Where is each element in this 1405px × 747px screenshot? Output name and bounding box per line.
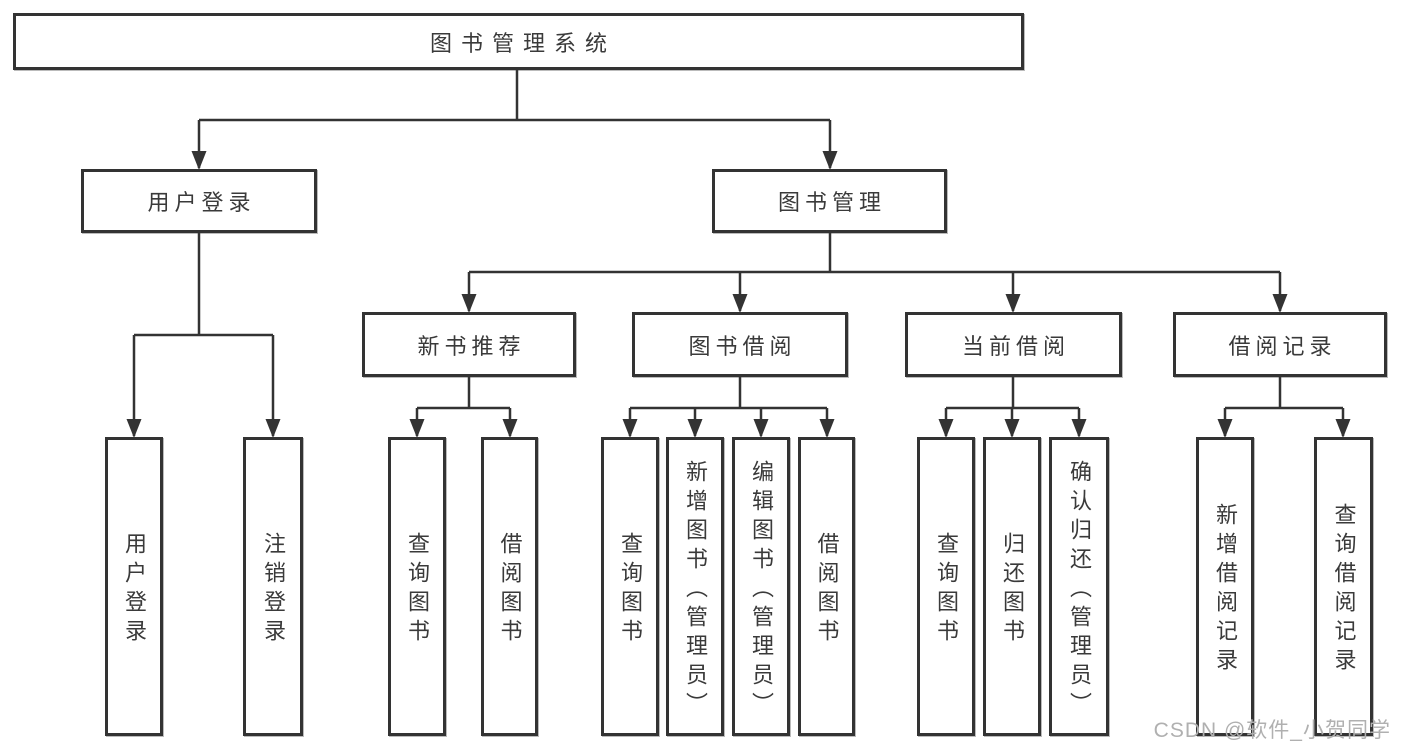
leaf-add-book-admin-label: 新增图书（管理员）: [683, 459, 708, 721]
root-node-label: 图书管理系统: [429, 30, 616, 56]
leaf-query-books-current: 查询图书: [917, 437, 975, 736]
connector-lines: [132, 70, 1345, 436]
section-new-book-recommend: 新书推荐: [362, 312, 576, 377]
leaf-confirm-return-admin: 确认归还（管理员）: [1049, 437, 1109, 736]
leaf-edit-book-admin: 编辑图书（管理员）: [732, 437, 790, 736]
arrowhead: [126, 419, 142, 438]
leaf-logout-login-label: 注销登录: [261, 532, 286, 648]
leaf-user-login: 用户登录: [105, 437, 163, 736]
arrowhead: [1071, 419, 1087, 438]
leaf-edit-book-admin-label: 编辑图书（管理员）: [749, 459, 774, 721]
section-borrow-records-label: 借阅记录: [1228, 333, 1337, 359]
arrowhead: [1272, 294, 1288, 313]
leaf-query-books-current-label: 查询图书: [934, 532, 959, 648]
leaf-query-books-borrowing-label: 查询图书: [618, 532, 643, 648]
root-node: 图书管理系统: [13, 13, 1024, 70]
leaf-add-book-admin: 新增图书（管理员）: [666, 437, 724, 736]
arrowhead: [502, 419, 518, 438]
leaf-query-borrow-record-label: 查询借阅记录: [1331, 503, 1357, 677]
arrowhead: [1217, 419, 1233, 438]
arrowhead: [822, 151, 838, 170]
leaf-query-books-recommend-label: 查询图书: [405, 532, 430, 648]
leaf-user-login-label: 用户登录: [122, 532, 147, 648]
arrowhead: [1004, 419, 1020, 438]
arrowhead: [191, 151, 207, 170]
branch-user-login: 用户登录: [81, 169, 317, 233]
arrowhead: [265, 419, 281, 438]
watermark-text: CSDN @软件_小贺同学: [1153, 719, 1391, 742]
leaf-query-books-recommend: 查询图书: [388, 437, 446, 736]
arrowhead: [1005, 294, 1021, 313]
arrowhead: [732, 294, 748, 313]
section-current-borrowing-label: 当前借阅: [961, 333, 1070, 359]
branch-book-management-label: 图书管理: [777, 190, 886, 215]
arrowhead: [687, 419, 703, 438]
leaf-return-books-label: 归还图书: [1000, 532, 1025, 648]
arrowhead: [753, 419, 769, 438]
section-book-borrowing-label: 图书借阅: [688, 333, 797, 359]
section-book-borrowing: 图书借阅: [632, 312, 848, 377]
leaf-borrow-books-borrowing-label: 借阅图书: [814, 532, 840, 648]
section-new-book-recommend-label: 新书推荐: [417, 333, 526, 359]
leaf-query-books-borrowing: 查询图书: [601, 437, 659, 736]
branch-user-login-label: 用户登录: [147, 190, 256, 215]
arrowhead: [938, 419, 954, 438]
leaf-borrow-books-recommend-label: 借阅图书: [497, 532, 523, 648]
leaf-logout-login: 注销登录: [243, 437, 303, 736]
leaf-borrow-books-borrowing: 借阅图书: [798, 437, 855, 736]
leaf-return-books: 归还图书: [983, 437, 1041, 736]
arrowhead: [622, 419, 638, 438]
section-current-borrowing: 当前借阅: [905, 312, 1122, 377]
leaf-confirm-return-admin-label: 确认归还（管理员）: [1067, 459, 1092, 721]
leaf-borrow-books-recommend: 借阅图书: [481, 437, 538, 736]
arrowheads: [126, 151, 1351, 438]
section-borrow-records: 借阅记录: [1173, 312, 1387, 377]
leaf-add-borrow-record: 新增借阅记录: [1196, 437, 1254, 736]
branch-book-management: 图书管理: [712, 169, 947, 233]
arrowhead: [819, 419, 835, 438]
arrowhead: [461, 294, 477, 313]
arrowhead: [1335, 419, 1351, 438]
leaf-query-borrow-record: 查询借阅记录: [1314, 437, 1373, 736]
leaf-add-borrow-record-label: 新增借阅记录: [1213, 503, 1238, 677]
arrowhead: [409, 419, 425, 438]
